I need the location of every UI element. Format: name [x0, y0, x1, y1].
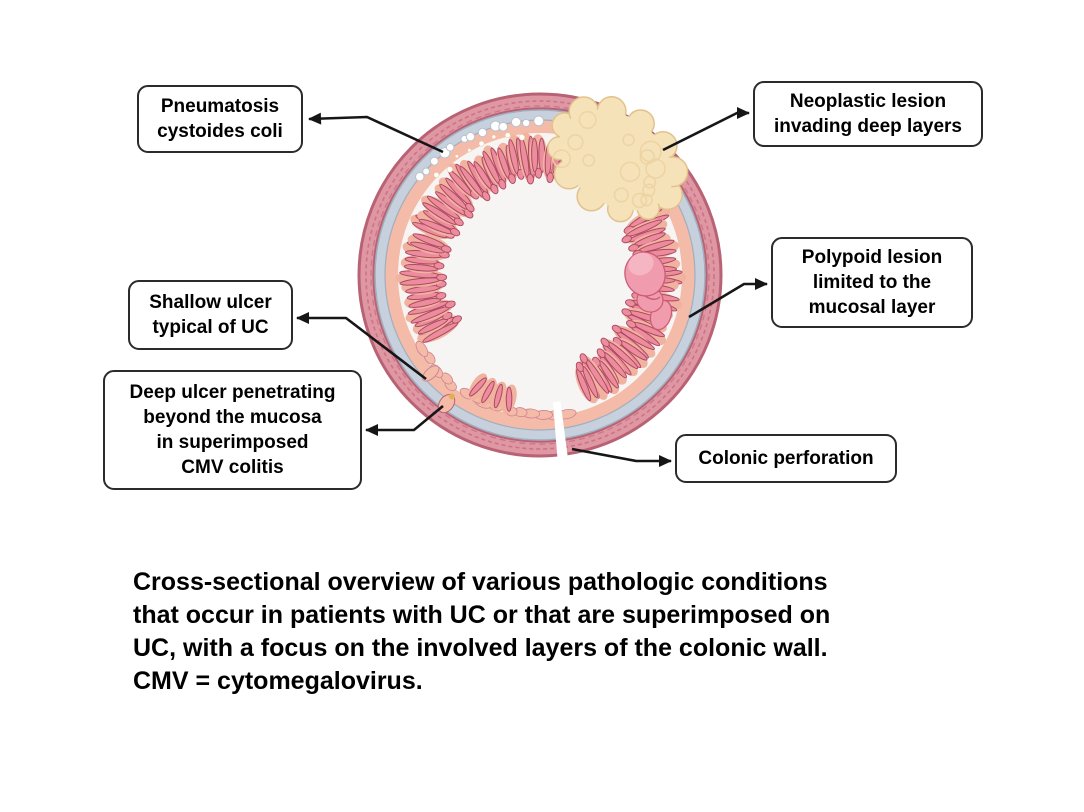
label-text: limited to the	[812, 272, 932, 293]
caption-line: Cross-sectional overview of various path…	[133, 568, 828, 596]
label-text: cystoides coli	[157, 121, 283, 142]
leader-lines	[296, 107, 768, 467]
label-polypoid-lesion: Polypoid lesion limited to the mucosal l…	[771, 237, 973, 328]
caption-line: UC, with a focus on the involved layers …	[133, 634, 828, 662]
figure-caption: Cross-sectional overview of various path…	[133, 566, 943, 698]
pneumatosis-bubbles	[415, 115, 545, 182]
label-text: Deep ulcer penetrating	[129, 382, 336, 403]
label-colonic-perforation: Colonic perforation	[675, 434, 897, 483]
deep-ulcer-site	[437, 393, 456, 414]
caption-line: that occur in patients with UC or that a…	[133, 601, 831, 629]
label-text: in superimposed	[156, 432, 309, 453]
label-text: Polypoid lesion	[801, 247, 943, 268]
polypoid-lesion	[624, 251, 673, 331]
label-text: mucosal layer	[808, 297, 936, 318]
perforation-gap	[552, 401, 570, 471]
label-shallow-ulcer: Shallow ulcer typical of UC	[128, 280, 293, 350]
label-text: typical of UC	[152, 317, 269, 338]
label-text: Colonic perforation	[698, 448, 874, 469]
label-neoplastic-lesion: Neoplastic lesion invading deep layers	[753, 81, 983, 147]
label-text: Shallow ulcer	[149, 292, 272, 313]
label-text: Neoplastic lesion	[789, 91, 947, 112]
mucosal-crypts	[395, 132, 687, 404]
label-text: invading deep layers	[774, 116, 962, 137]
label-text: CMV colitis	[181, 457, 284, 478]
caption-line: CMV = cytomegalovirus.	[133, 667, 423, 695]
label-text: beyond the mucosa	[143, 407, 322, 428]
shallow-ulcer-site	[422, 365, 440, 382]
neoplastic-lesion	[546, 96, 689, 223]
label-pneumatosis-cystoides-coli: Pneumatosis cystoides coli	[137, 85, 303, 153]
label-text: Pneumatosis	[160, 96, 280, 117]
label-deep-ulcer: Deep ulcer penetrating beyond the mucosa…	[103, 370, 362, 490]
